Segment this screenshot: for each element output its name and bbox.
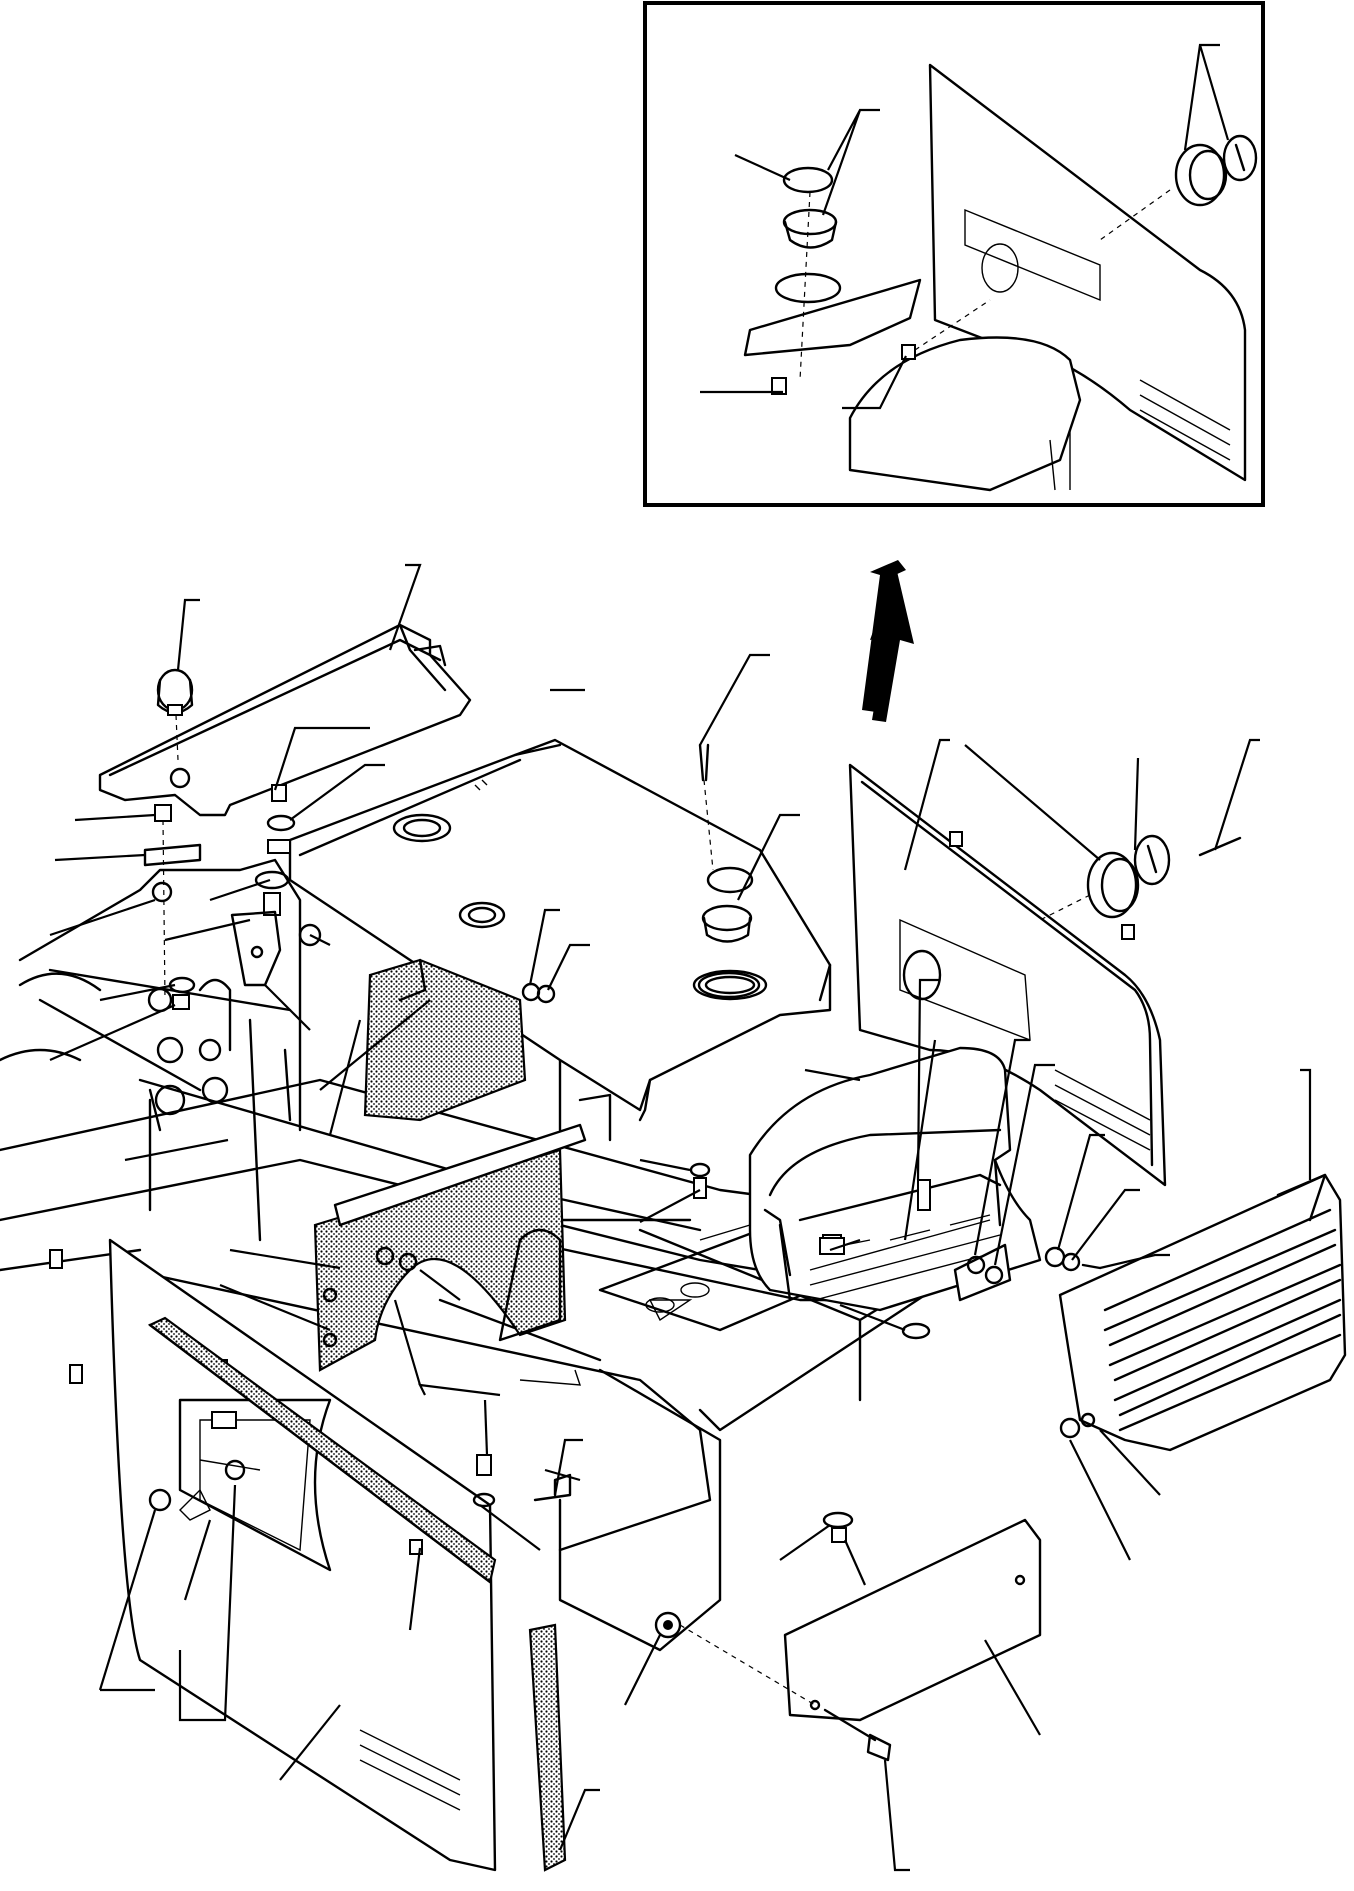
inset-screw-left	[771, 377, 787, 395]
base-bolt	[476, 1454, 492, 1476]
left-panel-clip	[211, 1411, 237, 1429]
base-clip	[533, 1473, 572, 1502]
latch-rod	[698, 743, 710, 782]
inset-hood	[848, 336, 1082, 492]
front-seal-strip	[528, 1623, 567, 1872]
grille-lower-bolt	[1059, 1417, 1081, 1439]
left-panel-knob-2	[224, 1459, 246, 1481]
base-nut-1	[822, 1511, 854, 1529]
inset-ring-small	[1222, 134, 1258, 182]
top-bracket-bar	[98, 623, 472, 817]
hood-exhaust-hole	[692, 969, 768, 1001]
side-panel-hole	[902, 949, 942, 1001]
hood-latch-knob	[156, 668, 194, 761]
inset-seal-ring	[774, 272, 842, 304]
callout-leaders	[49, 563, 1312, 1872]
inset-detail-box	[643, 1, 1265, 507]
side-grommet-inner	[1133, 834, 1171, 886]
side-grommet-outer	[1086, 851, 1138, 919]
nose-washer-1	[966, 1255, 986, 1275]
nose-bolt	[917, 1179, 931, 1211]
bolt-mid	[689, 1162, 711, 1178]
nose-bolt-washer	[901, 1322, 931, 1340]
block-b	[267, 839, 291, 854]
nut-a	[151, 881, 173, 903]
hood-panel	[288, 738, 832, 1122]
baffle-nut	[375, 1246, 395, 1266]
base-nut-2	[831, 1527, 847, 1543]
spacer-b	[263, 892, 281, 916]
front-nose-cone	[748, 1046, 1042, 1340]
mount-bracket	[230, 910, 282, 987]
hood-bolt-2	[536, 984, 556, 1004]
hood-fill-hole	[392, 813, 452, 843]
grommet-ring	[697, 971, 761, 999]
baffle-strip	[333, 1123, 587, 1227]
front-grille	[1044, 1173, 1347, 1452]
strap-plate	[143, 843, 202, 867]
bolt-a	[154, 804, 172, 822]
bar-hole	[169, 767, 191, 789]
nut-c	[298, 923, 322, 947]
nut-b	[172, 994, 190, 1010]
bolt-mid-screw	[693, 1177, 707, 1199]
direction-arrow-head	[870, 567, 914, 722]
front-ballast-plate	[679, 1518, 1042, 1762]
inset-screw-right	[901, 344, 916, 360]
grommet-cap	[706, 866, 754, 894]
bolt-b	[271, 784, 287, 802]
inset-ring-outer	[1174, 143, 1226, 207]
inset-panel-hole	[981, 243, 1019, 293]
left-panel-knob	[148, 1488, 172, 1512]
grille-bolt-a	[1044, 1246, 1066, 1268]
nose-washer-2	[984, 1265, 1004, 1285]
grille-bolt-b	[1061, 1252, 1081, 1272]
left-side-panel	[108, 1238, 497, 1872]
inset-cap	[782, 166, 834, 194]
hood-vent-hole	[458, 901, 506, 929]
plate-bolt	[866, 1733, 892, 1762]
inset-grommet	[782, 208, 838, 236]
side-pin	[1198, 836, 1242, 857]
washer-c	[254, 870, 290, 890]
washer-b	[266, 814, 296, 832]
inset-plate	[743, 278, 922, 357]
base-washer	[472, 1492, 496, 1508]
